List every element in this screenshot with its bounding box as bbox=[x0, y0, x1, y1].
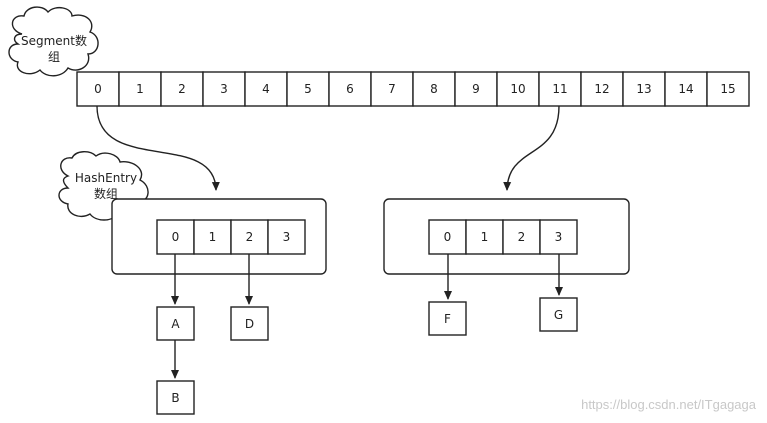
segment-cell-1 bbox=[118, 71, 162, 107]
segment-cell-9 bbox=[454, 71, 498, 107]
segment-cloud-shape bbox=[8, 6, 99, 77]
node-b-label: B bbox=[171, 391, 179, 405]
segment-cell-7-label: 7 bbox=[388, 82, 396, 96]
segment-cell-9-label: 9 bbox=[472, 82, 480, 96]
left-hashentry-cell-2 bbox=[230, 219, 269, 255]
segment-cell-3 bbox=[202, 71, 246, 107]
segment-cell-13-label: 13 bbox=[636, 82, 651, 96]
segment-cell-0-label: 0 bbox=[94, 82, 102, 96]
right-hashentry-cell-0 bbox=[428, 219, 467, 255]
segment-cell-14-label: 14 bbox=[678, 82, 693, 96]
left-hashentry-cell-0-label: 0 bbox=[172, 230, 180, 244]
segment-array-cloud: Segment数 组 bbox=[8, 6, 99, 77]
segment-label-line1: Segment数 bbox=[21, 33, 87, 48]
segment-0-to-left-table-arrow bbox=[96, 105, 220, 191]
node-d bbox=[230, 306, 269, 341]
hashentry-label-line2: 数组 bbox=[94, 186, 118, 201]
segment-cell-11-label: 11 bbox=[552, 82, 567, 96]
segment-cell-8-label: 8 bbox=[430, 82, 438, 96]
segment-cell-3-label: 3 bbox=[220, 82, 228, 96]
segment-cell-5-label: 5 bbox=[304, 82, 312, 96]
node-a bbox=[156, 306, 195, 341]
segment-cell-11 bbox=[538, 71, 582, 107]
left-hashentry-cell-2-label: 2 bbox=[246, 230, 254, 244]
segment-cell-13 bbox=[622, 71, 666, 107]
segment-11-to-right-table-arrow bbox=[503, 105, 560, 191]
left-hashentry-array: 0 1 2 3 bbox=[156, 219, 306, 255]
hashentry-label-line1: HashEntry bbox=[75, 171, 137, 185]
segment-cell-4-label: 4 bbox=[262, 82, 270, 96]
segment-cell-10-label: 10 bbox=[510, 82, 525, 96]
segment-label-line2: 组 bbox=[48, 50, 60, 64]
left-hashentry-cell-1-label: 1 bbox=[209, 230, 217, 244]
node-f-label: F bbox=[444, 312, 451, 326]
left-hashentry-cell-3-label: 3 bbox=[283, 230, 291, 244]
right-hashentry-cell-1 bbox=[465, 219, 504, 255]
segment-cell-2-label: 2 bbox=[178, 82, 186, 96]
node-f bbox=[428, 301, 467, 336]
right-hashentry-cell-2-label: 2 bbox=[518, 230, 526, 244]
segment-cell-4 bbox=[244, 71, 288, 107]
right-hashentry-cell-0-label: 0 bbox=[444, 230, 452, 244]
segment-cell-6-label: 6 bbox=[346, 82, 354, 96]
segment-cell-15-label: 15 bbox=[720, 82, 735, 96]
node-g-label: G bbox=[554, 308, 563, 322]
right-hashentry-array: 0 1 2 3 bbox=[428, 219, 578, 255]
segment-cell-5 bbox=[286, 71, 330, 107]
node-a-label: A bbox=[171, 317, 180, 331]
watermark-text: https://blog.csdn.net/ITgagaga bbox=[581, 397, 757, 412]
segment-cell-14 bbox=[664, 71, 708, 107]
right-hashentry-cell-3-label: 3 bbox=[555, 230, 563, 244]
right-hashentry-cell-1-label: 1 bbox=[481, 230, 489, 244]
segment-cell-15 bbox=[706, 71, 750, 107]
node-b bbox=[156, 380, 195, 415]
node-g bbox=[539, 297, 578, 332]
segment-cell-6 bbox=[328, 71, 372, 107]
left-hashentry-cell-3 bbox=[267, 219, 306, 255]
segment-cell-1-label: 1 bbox=[136, 82, 144, 96]
node-d-label: D bbox=[245, 317, 254, 331]
left-hashentry-cell-0 bbox=[156, 219, 195, 255]
segment-cell-2 bbox=[160, 71, 204, 107]
segment-cell-12-label: 12 bbox=[594, 82, 609, 96]
